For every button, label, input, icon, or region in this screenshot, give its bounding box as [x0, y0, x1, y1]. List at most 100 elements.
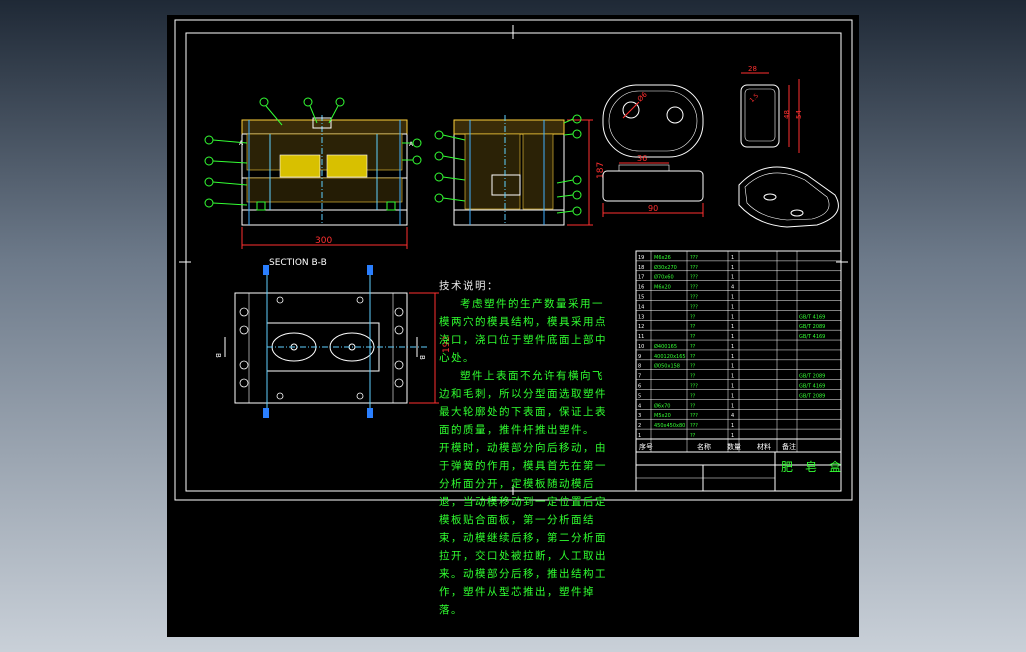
bom-cell: ??: [690, 324, 696, 330]
bom-cell: GB/T 4169: [799, 384, 825, 390]
bom-cell: ??: [690, 433, 696, 439]
bom-cell: ??: [690, 393, 696, 399]
bom-cell: ???: [690, 255, 698, 261]
notes-title: 技术说明：: [439, 280, 499, 292]
bom-cell: ???: [690, 265, 698, 271]
bom-cell: 4: [731, 285, 734, 291]
bom-cell: 11: [638, 334, 644, 340]
bom-cell: GB/T 2089: [799, 324, 825, 330]
bom-cell: ??: [690, 344, 696, 350]
drawing-sheet: 300 A A SECTION B-B 187: [167, 15, 859, 637]
bom-cell: Ø70x60: [654, 274, 674, 281]
bom-cell: Ø30x270: [654, 264, 677, 271]
bom-cell: 13: [638, 314, 644, 320]
section-label: SECTION B-B: [269, 258, 327, 268]
bom-cell: M6x26: [654, 255, 671, 261]
bom-cell: GB/T 4169: [799, 314, 825, 320]
bom-cell: ???: [690, 294, 698, 300]
section-mark-right: B: [418, 355, 426, 360]
note-paragraph-3: 开模时，动模部分向后移动，由于弹簧的作用，模具首先在第一分析面分开，定模板随动模…: [439, 442, 607, 616]
cad-drawing: 300 A A SECTION B-B 187: [174, 19, 853, 501]
bom-cell: 1: [731, 294, 734, 300]
bom-cell: 1: [731, 354, 734, 360]
plan-view: B B 192: [214, 265, 452, 418]
technical-notes: 技术说明： 考虑塑件的生产数量采用一模两穴的模具结构，模具采用点浇口，浇口位于塑…: [439, 277, 609, 619]
bom-cell: 1: [731, 403, 734, 409]
bom-header-name: 名称: [697, 442, 711, 451]
title-part-name: 肥皂盒: [781, 459, 853, 474]
bom-cell: 12: [638, 324, 644, 330]
bom-cell: 1: [731, 275, 734, 281]
part-front-view: 36 90: [602, 154, 704, 217]
bom-cell: M5x20: [654, 413, 671, 419]
bom-cell: 19: [638, 255, 644, 261]
bom-cell: 1: [731, 374, 734, 380]
bom-cell: ??: [690, 334, 696, 340]
bom-cell: GB/T 2089: [799, 374, 825, 380]
bom-cell: ??: [690, 364, 696, 370]
dim-wall-thickness: 1.5: [748, 92, 760, 104]
bom-cell: ???: [690, 423, 698, 429]
bom-cell: 1: [731, 304, 734, 310]
section-mark-left: B: [214, 353, 222, 358]
bom-cell: 1: [731, 324, 734, 330]
bom-cell: 2: [638, 423, 641, 429]
note-paragraph-2: 塑件上表面不允许有横向飞边和毛刺，所以分型面选取塑件最大轮廓处的下表面，保证上表…: [439, 370, 607, 436]
bom-cell: ???: [690, 384, 698, 390]
dim-side-height: 187: [596, 162, 606, 179]
bom-cell: 17: [638, 275, 644, 281]
dim-hole: Ø6: [636, 90, 649, 103]
note-paragraph-1: 考虑塑件的生产数量采用一模两穴的模具结构，模具采用点浇口，浇口位于塑件底面上部中…: [439, 298, 607, 364]
bom-cell: ??: [690, 314, 696, 320]
bom-cell: GB/T 2089: [799, 393, 825, 399]
bom-cell: 1: [731, 344, 734, 350]
bom-cell: ???: [690, 275, 698, 281]
part-isometric-view: [738, 166, 839, 228]
bom-cell: Ø6x70: [654, 402, 670, 409]
dim-wall-width: 28: [748, 65, 757, 73]
section-view: 300 A A SECTION B-B: [204, 97, 422, 268]
bom-cell: 10: [638, 344, 644, 350]
bom-cell: 1: [731, 393, 734, 399]
bom-cell: 1: [638, 433, 641, 439]
bom-cell: 1: [731, 265, 734, 271]
bom-cell: 1: [731, 255, 734, 261]
bom-cell: ??: [690, 403, 696, 409]
bom-cell: 5: [638, 393, 641, 399]
svg-text:A: A: [239, 140, 244, 147]
side-view: 187: [434, 114, 606, 226]
bom-cell: 1: [731, 433, 734, 439]
bom-cell: 1: [731, 423, 734, 429]
bom-cell: Ø400165: [654, 343, 677, 350]
bom-cell: ???: [690, 413, 698, 419]
part-side-view: 28 48 54 1.5: [740, 65, 803, 153]
bom-cell: 4: [731, 413, 734, 419]
bom-cell: 18: [638, 265, 644, 271]
bom-cell: 15: [638, 294, 644, 300]
bom-cell: 1: [731, 314, 734, 320]
bom-cell: 7: [638, 374, 641, 380]
bom-cell: 14: [638, 304, 644, 310]
dim-depth-b: 54: [795, 110, 803, 119]
bom-cell: ???: [690, 285, 698, 291]
bom-cell: GB/T 4169: [799, 334, 825, 340]
bom-cell: 400120x165: [654, 354, 686, 360]
bom-header-mat: 材料: [757, 442, 771, 451]
outer-frame: [174, 19, 853, 501]
bom-cell: 1: [731, 334, 734, 340]
bom-cell: Ø050x158: [654, 363, 680, 370]
dim-mold-height: 192: [442, 336, 452, 353]
bom-cell: 1: [731, 364, 734, 370]
dim-depth-a: 48: [783, 110, 791, 119]
part-top-view: Ø6: [602, 84, 704, 158]
bom-header-qty: 数量: [727, 442, 741, 451]
bom-cell: ??: [690, 374, 696, 380]
dim-mold-width: 300: [315, 236, 332, 246]
bom-cell: 450x450x80: [654, 423, 685, 429]
bom-cell: 4: [638, 403, 641, 409]
bom-header-note: 备注: [782, 442, 796, 451]
bom-cell: 3: [638, 413, 641, 419]
bom-cell: ??: [690, 354, 696, 360]
